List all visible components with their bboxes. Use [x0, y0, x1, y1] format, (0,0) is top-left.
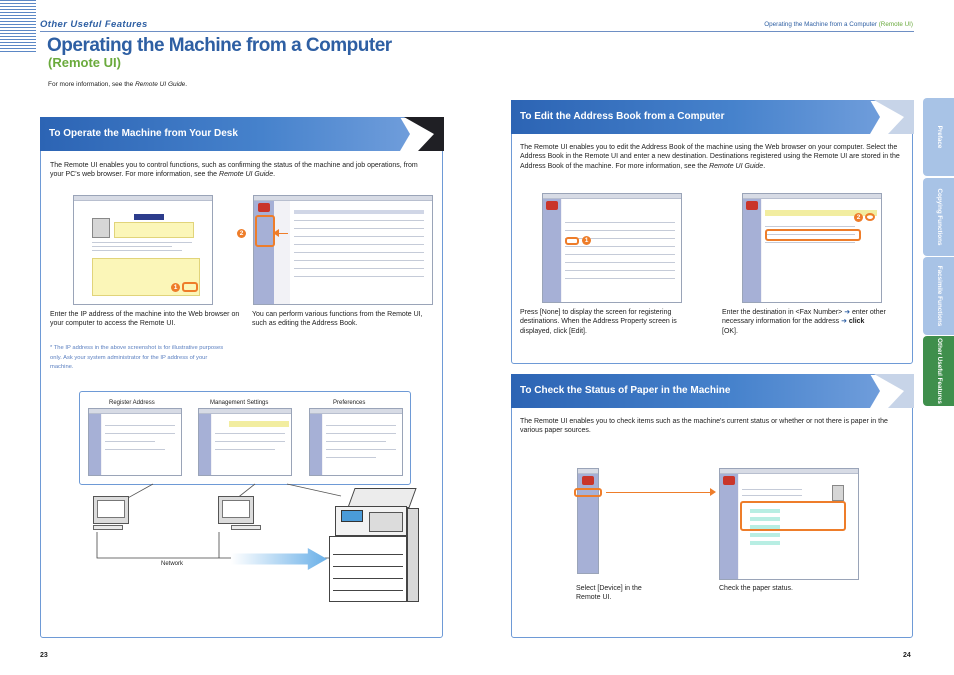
network-arrow	[231, 548, 327, 570]
ok-button-highlight	[865, 213, 875, 221]
right-top-panel: To Edit the Address Book from a Computer…	[511, 100, 914, 364]
screenshot-device-menu	[577, 468, 599, 574]
step-1-marker-right: 1	[582, 236, 591, 245]
tab-copying-label: Copying Functions	[935, 188, 943, 246]
copier-machine	[329, 488, 419, 616]
right-top-banner-title: To Edit the Address Book from a Computer	[520, 111, 725, 122]
screenshot-login: 1	[73, 195, 213, 305]
page-subtitle: (Remote UI)	[48, 55, 121, 70]
tab-facsimile-functions[interactable]: Facsimile Functions	[923, 257, 954, 335]
header-stripes	[0, 0, 36, 52]
left-intro-end: .	[273, 171, 276, 179]
diagram-shot-preferences	[309, 408, 403, 476]
header-rule	[40, 31, 914, 32]
screenshot-portal	[253, 195, 433, 305]
right-top-intro-text: The Remote UI enables you to edit the Ad…	[520, 143, 906, 171]
right-top-caption-2: Enter the destination in <Fax Number> ➜ …	[722, 308, 908, 336]
tab-other-useful-features[interactable]: Other Useful Features	[923, 336, 954, 406]
right-top-caption-2-end: [OK].	[722, 327, 738, 335]
diagram-shot-register	[88, 408, 182, 476]
tab-copying-functions[interactable]: Copying Functions	[923, 178, 954, 256]
section-label: Other Useful Features	[40, 19, 148, 30]
left-panel: To Operate the Machine from Your Desk Th…	[40, 117, 444, 638]
right-top-banner: To Edit the Address Book from a Computer	[511, 100, 914, 134]
running-header-text: Operating the Machine from a Computer	[764, 21, 879, 28]
right-bottom-banner: To Check the Status of Paper in the Mach…	[511, 374, 914, 408]
page-number-right: 24	[903, 652, 911, 659]
fax-number-highlight	[765, 229, 861, 241]
right-bottom-intro-text: The Remote UI enables you to check items…	[520, 418, 888, 435]
more-info-prefix: For more information, see the	[48, 81, 136, 88]
screenshot-address-list	[542, 193, 682, 303]
tab-facsimile-label: Facsimile Functions	[935, 265, 943, 327]
arrow-glyph-1: ➜	[844, 309, 851, 316]
paper-status-highlight	[740, 501, 846, 531]
device-menu-highlight	[574, 488, 602, 497]
diagram-label-register-address: Register Address	[109, 400, 155, 406]
right-top-caption-1: Press [None] to display the screen for r…	[520, 309, 677, 335]
step-2-marker-right: 2	[854, 213, 863, 222]
step-arrowhead	[273, 229, 279, 237]
running-header: Operating the Machine from a Computer (R…	[764, 21, 913, 28]
screenshot-paper-status	[719, 468, 859, 580]
left-intro-guide: Remote UI Guide	[219, 171, 274, 179]
step-1-marker: 1	[171, 283, 180, 292]
computer-2-keyboard	[231, 525, 261, 530]
computer-2	[218, 496, 254, 524]
right-top-caption-2-click: click	[846, 318, 865, 326]
left-intro-text: The Remote UI enables you to control fun…	[50, 161, 420, 180]
device-arrow	[606, 492, 710, 493]
diagram-shot-management	[198, 408, 292, 476]
tab-preface-label: Preface	[935, 125, 943, 149]
diagram-label-management-settings: Management Settings	[210, 400, 269, 406]
tab-preface[interactable]: Preface	[923, 98, 954, 176]
ip-footnote: * The IP address in the above screenshot…	[50, 345, 224, 370]
right-bottom-banner-title: To Check the Status of Paper in the Mach…	[520, 385, 731, 396]
right-top-intro-main: The Remote UI enables you to edit the Ad…	[520, 144, 900, 170]
none-button-highlight	[565, 237, 579, 245]
more-info-guide: Remote UI Guide	[135, 81, 186, 88]
left-intro-main: The Remote UI enables you to control fun…	[50, 162, 418, 179]
device-arrowhead	[710, 488, 716, 496]
left-caption-2: You can perform various functions from t…	[252, 311, 423, 328]
network-label: Network	[161, 561, 184, 567]
computer-1-keyboard	[93, 525, 123, 530]
right-bottom-caption-1: Select [Device] in the Remote UI.	[576, 585, 642, 602]
page-number-left: 23	[40, 652, 48, 659]
tab-other-label: Other Useful Features	[935, 338, 943, 404]
computer-1	[93, 496, 129, 524]
diagram-label-preferences: Preferences	[333, 400, 366, 406]
more-info-text: For more information, see the Remote UI …	[48, 81, 187, 88]
step-2-marker: 2	[237, 229, 246, 238]
screenshot-address-edit	[742, 193, 882, 303]
right-top-caption-2-start: Enter the destination in <Fax Number>	[722, 309, 845, 316]
left-banner: To Operate the Machine from Your Desk	[40, 117, 444, 151]
right-top-caption-2-mid: enter other necessary information for th…	[722, 309, 886, 326]
more-info-suffix: .	[185, 81, 188, 88]
login-button-highlight	[182, 282, 198, 292]
page-title: Operating the Machine from a Computer	[47, 35, 392, 56]
running-header-suffix: (Remote UI)	[878, 21, 913, 28]
left-caption-1: Enter the IP address of the machine into…	[50, 311, 240, 328]
arrow-glyph-2: ➜	[841, 318, 847, 326]
right-top-intro-end: .	[763, 162, 766, 170]
step-arrow	[278, 233, 288, 234]
right-bottom-caption-2: Check the paper status.	[719, 585, 793, 592]
left-banner-title: To Operate the Machine from Your Desk	[49, 128, 238, 139]
right-bottom-panel: To Check the Status of Paper in the Mach…	[511, 374, 914, 638]
right-top-intro-guide: Remote UI Guide	[709, 162, 764, 170]
